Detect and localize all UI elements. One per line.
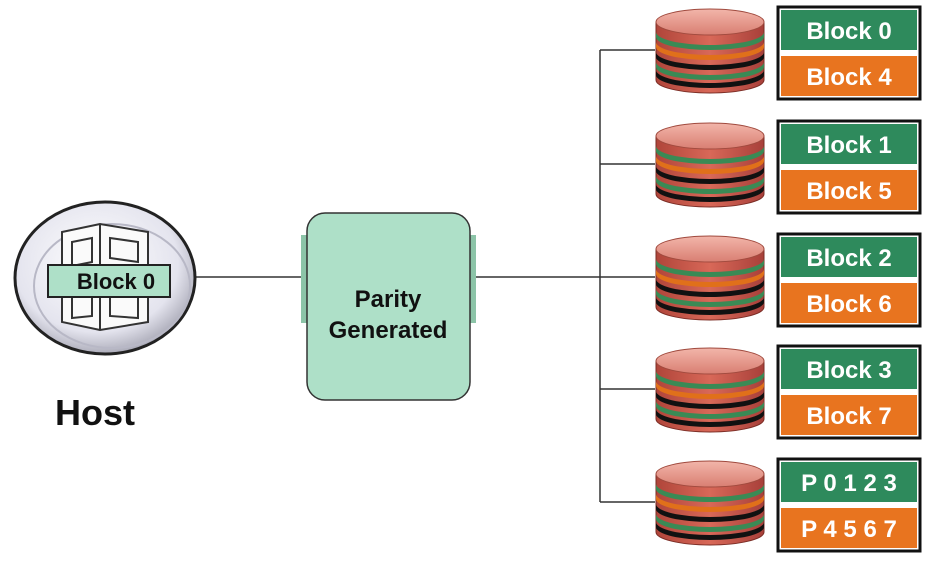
disk-bottom-block-label: Block 4 [806, 64, 892, 91]
disk-stripe [656, 42, 764, 60]
disk-bottom-block-bg [781, 56, 917, 96]
host-label: Host [55, 392, 135, 433]
host: Block 0 Host [13, 200, 197, 433]
disk-stripe [656, 62, 764, 80]
disk-bottom-block-bg [781, 283, 917, 323]
host-block-box [47, 264, 171, 298]
disk-stripe [656, 514, 764, 532]
disk-stripe [656, 70, 764, 88]
disk-stripe [656, 176, 764, 194]
disk-stripe [656, 279, 764, 297]
disk-bottom-block-label: Block 7 [806, 403, 891, 430]
disk-top-block-label: Block 0 [806, 18, 891, 45]
disk-top [655, 347, 765, 375]
disk-bottom-block-bg [781, 508, 917, 548]
disk-top [655, 122, 765, 150]
controller-right-tab [470, 235, 476, 323]
disk-top-block-bg [781, 462, 917, 502]
disk-stripe [656, 391, 764, 409]
disk-top-block-bg [781, 349, 917, 389]
disk-stripe [656, 494, 764, 512]
disk-bottom-block-label: Block 5 [806, 178, 891, 205]
disk-stripe [656, 156, 764, 174]
disk-top-block-label: Block 3 [806, 357, 891, 384]
connection-lines [195, 49, 655, 503]
disk-top-block-label: P 0 1 2 3 [801, 470, 897, 497]
controller-label-line2: Generated [329, 317, 448, 344]
disk-top-block-bg [781, 10, 917, 50]
disk-top [655, 235, 765, 263]
disk-stripe [656, 32, 764, 50]
disk-stripe [656, 146, 764, 164]
disk-stripe [656, 381, 764, 399]
disk-stripe [656, 166, 764, 184]
disk-top [655, 460, 765, 488]
disk-bottom-block-bg [781, 395, 917, 435]
disk-bottom-block-label: Block 6 [806, 291, 891, 318]
disk-stripe [656, 184, 764, 202]
controller-left-tab [301, 235, 307, 323]
disk-stripe [656, 522, 764, 540]
disk-4: P 0 1 2 3 P 4 5 6 7 [655, 457, 922, 553]
controller-label-line1: Parity [355, 286, 422, 313]
disk-2: Block 2 Block 6 [655, 232, 922, 328]
disk-top [655, 8, 765, 36]
disk-0: Block 0 Block 4 [655, 5, 922, 101]
disk-stripe [656, 269, 764, 287]
host-disc-inner-shadow [33, 223, 191, 349]
disk-stripe [656, 259, 764, 277]
disk-stripe [656, 297, 764, 315]
disk-top-block-bg [781, 124, 917, 164]
disk-stripe [656, 409, 764, 427]
host-block-label: Block 0 [77, 269, 155, 294]
controller-box [306, 212, 471, 401]
disk-1: Block 1 Block 5 [655, 119, 922, 215]
disk-top-block-label: Block 1 [806, 132, 891, 159]
disk-3: Block 3 Block 7 [655, 344, 922, 440]
disk-stripe [656, 52, 764, 70]
disk-bottom-block-label: P 4 5 6 7 [801, 516, 897, 543]
disk-top-block-bg [781, 237, 917, 277]
disk-stripe [656, 289, 764, 307]
raid-controller: Parity Generated [301, 212, 476, 401]
disk-bottom-block-bg [781, 170, 917, 210]
disk-top-block-label: Block 2 [806, 245, 891, 272]
disk-stripe [656, 504, 764, 522]
disk-stripe [656, 401, 764, 419]
disk-stripe [656, 371, 764, 389]
disk-stripe [656, 484, 764, 502]
